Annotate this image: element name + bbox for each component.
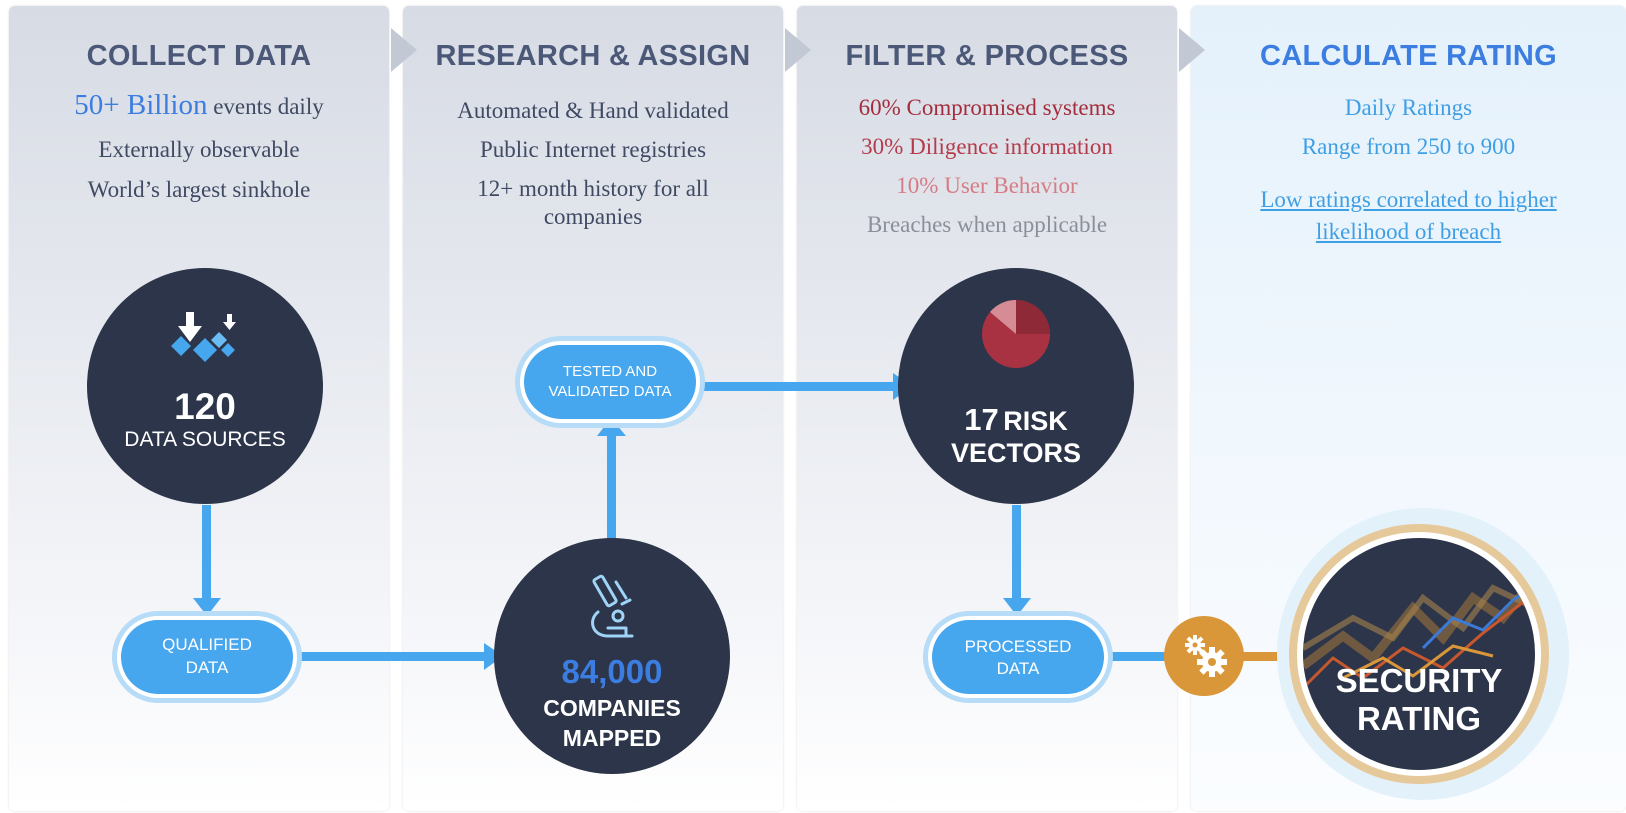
filter-line-user-behavior: 10% User Behavior <box>896 173 1078 198</box>
collect-line-1: Externally observable <box>98 137 300 162</box>
arrow-head <box>484 643 503 670</box>
heading-calculate-rating: CALCULATE RATING <box>1260 40 1557 72</box>
qualified-line-1: QUALIFIED <box>162 635 252 654</box>
qualified-data-node: QUALIFIED DATA <box>121 620 293 694</box>
rating-line-range: Range from 250 to 900 <box>1301 134 1516 159</box>
arrow-up <box>607 433 616 541</box>
arrow-down <box>1012 505 1021 600</box>
processed-data-node: PROCESSED DATA <box>932 620 1104 694</box>
filter-line-breaches: Breaches when applicable <box>866 212 1108 237</box>
arrow-head <box>1003 598 1031 616</box>
tested-line-2: VALIDATED DATA <box>548 383 672 400</box>
tested-validated-node: TESTED AND VALIDATED DATA <box>524 345 696 419</box>
arrow-head <box>193 598 221 616</box>
research-line-2: Public Internet registries <box>479 137 707 162</box>
rating-line-daily: Daily Ratings <box>1344 95 1473 120</box>
filter-line-diligence: 30% Diligence information <box>861 134 1113 159</box>
arrow-down <box>202 505 211 600</box>
security-rating-line-1: SECURITY <box>1335 662 1503 699</box>
heading-filter-process: FILTER & PROCESS <box>845 40 1129 72</box>
arrow-right <box>1240 652 1290 661</box>
risk-word: RISK <box>1003 406 1068 436</box>
heading-research-assign: RESEARCH & ASSIGN <box>435 40 751 72</box>
chevron-right-icon <box>391 28 417 72</box>
companies-line-1: COMPANIES <box>543 695 681 721</box>
stat-events-daily: 50+ Billion events daily <box>9 89 389 121</box>
risk-line-2: VECTORS <box>950 438 1082 468</box>
research-line-4: companies <box>543 204 643 229</box>
arrow-right <box>700 382 895 391</box>
downloading-data-icon <box>171 312 236 362</box>
data-sources-number: 120 <box>174 386 236 427</box>
companies-mapped-node: 84,000 COMPANIES MAPPED <box>494 538 730 774</box>
arrow-right <box>296 652 486 661</box>
chevron-right-icon <box>1179 28 1205 72</box>
qualified-line-2: DATA <box>185 658 229 677</box>
gears-node <box>1164 616 1244 696</box>
risk-vectors-node: 17 RISK VECTORS <box>898 268 1134 504</box>
risk-number: 17 <box>964 402 999 437</box>
breach-correlation-link[interactable]: Low ratings correlated to higher likelih… <box>1191 184 1626 248</box>
collect-line-2: World’s largest sinkhole <box>87 177 311 202</box>
link-line-2: likelihood of breach <box>1315 219 1502 244</box>
pie-chart-icon <box>982 300 1050 368</box>
companies-line-2: MAPPED <box>562 725 662 751</box>
processed-line-2: DATA <box>996 659 1040 678</box>
risk-line-1: 17 RISK <box>898 402 1134 438</box>
companies-number: 84,000 <box>561 653 663 690</box>
security-rating-node: SECURITY RATING <box>1289 524 1549 784</box>
data-sources-node: 120 DATA SOURCES <box>87 268 323 504</box>
data-sources-label: DATA SOURCES <box>124 428 286 451</box>
gears-icon <box>1185 635 1227 677</box>
security-rating-ring: SECURITY RATING <box>1297 532 1541 776</box>
security-rating-face: SECURITY RATING <box>1303 538 1535 770</box>
arrow-head <box>597 418 626 436</box>
research-line-1: Automated & Hand validated <box>457 98 729 123</box>
stat-highlight: 50+ Billion <box>74 89 208 121</box>
chevron-right-icon <box>785 28 811 72</box>
processed-line-1: PROCESSED <box>964 637 1072 656</box>
rating-trend-icon <box>1303 575 1535 690</box>
filter-line-compromised: 60% Compromised systems <box>858 95 1116 120</box>
link-line-1: Low ratings correlated to higher <box>1260 187 1557 212</box>
heading-collect-data: COLLECT DATA <box>86 40 312 72</box>
microscope-icon <box>591 574 634 638</box>
tested-line-1: TESTED AND <box>562 363 658 380</box>
research-line-3: 12+ month history for all <box>477 176 709 201</box>
security-rating-line-2: RATING <box>1356 700 1482 737</box>
stat-highlight-rest: events daily <box>213 94 324 119</box>
